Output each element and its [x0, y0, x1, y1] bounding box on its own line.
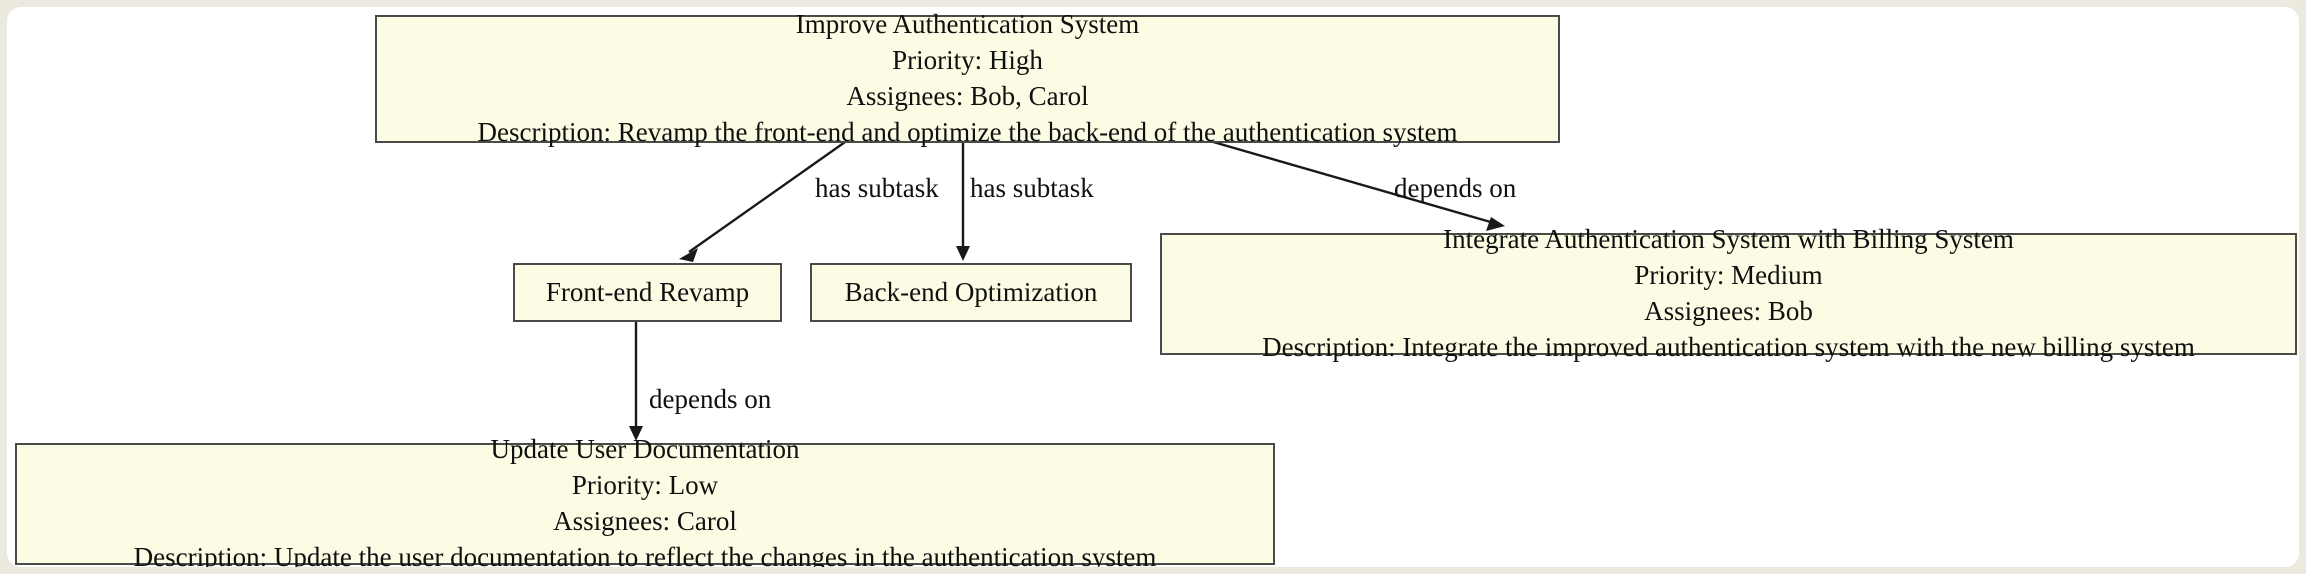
node-back-end-optimization[interactable]: Back-end Optimization [810, 263, 1132, 322]
node-description: Description: Revamp the front-end and op… [477, 116, 1458, 147]
edge-front-end-to-update-docs [629, 315, 643, 441]
node-title: Integrate Authentication System with Bil… [1443, 224, 2014, 255]
node-description: Description: Integrate the improved auth… [1262, 331, 2195, 362]
diagram-canvas: Improve Authentication System Priority: … [7, 7, 2299, 567]
edge-label-improve-to-integrate: depends on [1394, 173, 1517, 203]
node-assignees: Assignees: Bob [1644, 296, 1813, 326]
node-update-user-documentation[interactable]: Update User Documentation Priority: Low … [15, 434, 1275, 567]
node-front-end-revamp[interactable]: Front-end Revamp [513, 263, 782, 322]
task-dependency-graph: Improve Authentication System Priority: … [7, 7, 2299, 567]
edge-label-front-end-to-update-docs: depends on [649, 384, 772, 414]
node-improve-authentication-system[interactable]: Improve Authentication System Priority: … [375, 9, 1560, 147]
node-title: Front-end Revamp [545, 276, 750, 307]
arrowhead-icon [956, 246, 970, 261]
node-title: Back-end Optimization [844, 276, 1098, 307]
node-assignees: Assignees: Bob, Carol [846, 81, 1089, 111]
arrowhead-icon [679, 248, 698, 262]
node-priority: Priority: High [892, 45, 1043, 76]
node-title: Improve Authentication System [795, 9, 1140, 40]
node-description: Description: Update the user documentati… [133, 541, 1157, 567]
edge-improve-to-back-end [956, 135, 970, 261]
node-integrate-authentication-system-with-billing-system[interactable]: Integrate Authentication System with Bil… [1160, 224, 2297, 362]
node-assignees: Assignees: Carol [553, 506, 737, 536]
node-title: Update User Documentation [490, 434, 800, 465]
edge-label-improve-to-front-end: has subtask [815, 173, 939, 203]
edge-label-improve-to-back-end: has subtask [970, 173, 1094, 203]
node-priority: Priority: Medium [1634, 260, 1823, 291]
node-priority: Priority: Low [571, 470, 719, 501]
